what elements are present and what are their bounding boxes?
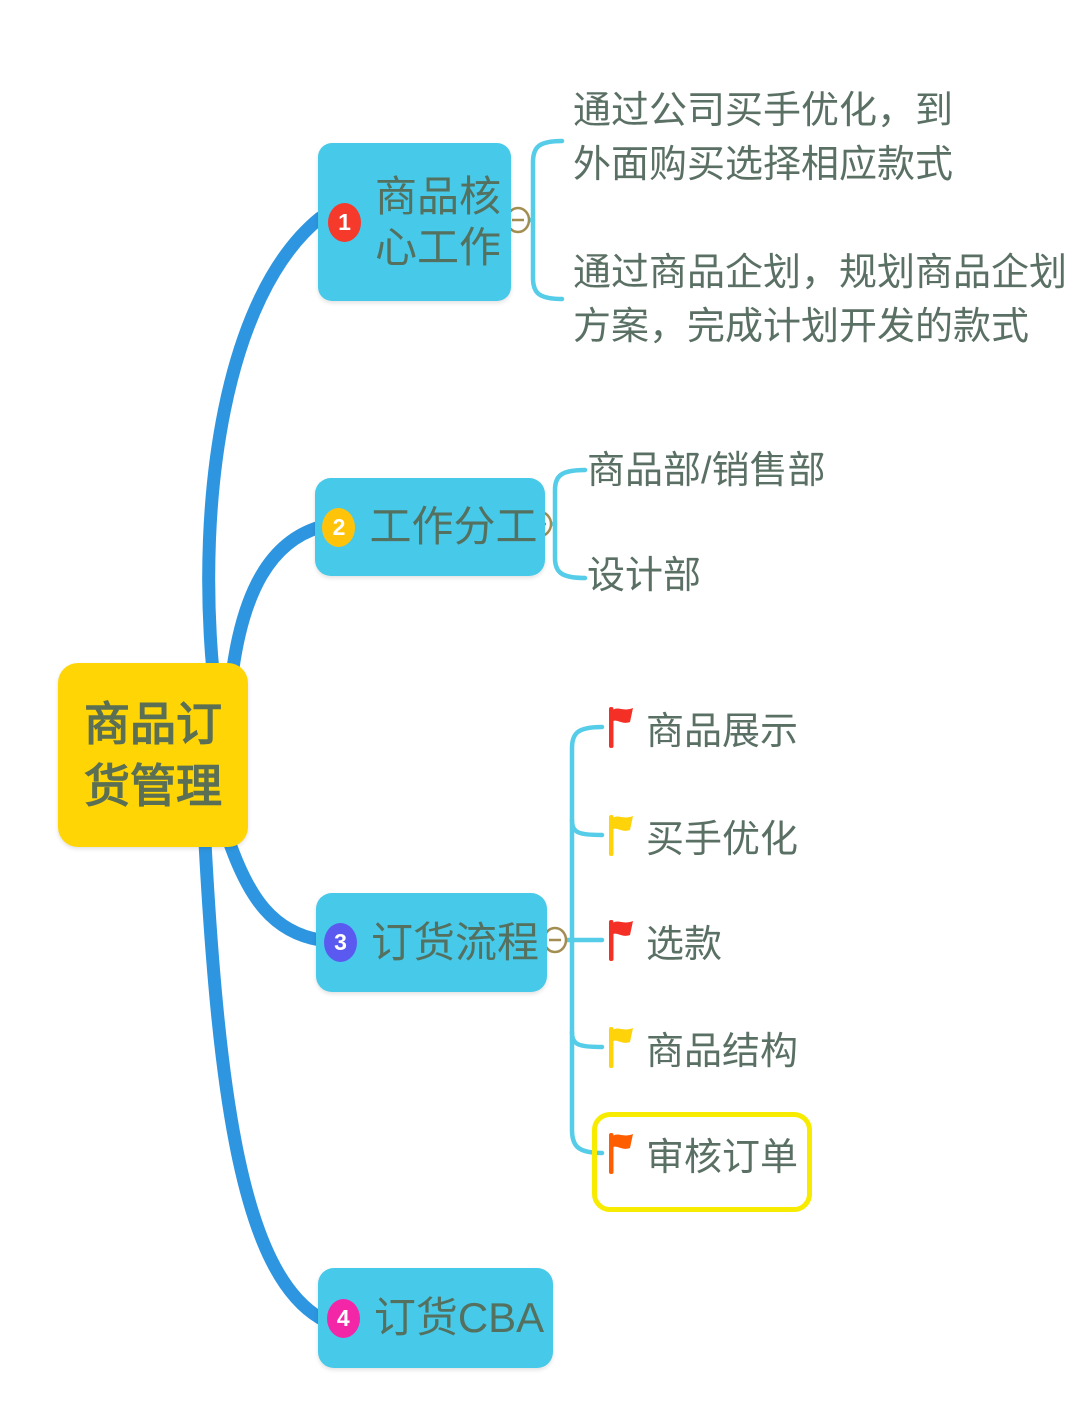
note-topic-buyer[interactable]: 通过公司买手优化，到 外面购买选择相应款式 [573,90,954,186]
branch3-stub4 [569,1029,605,1050]
child-topic-buyer-opt[interactable]: 买手优化 [606,807,798,863]
root-branch-curves [198,211,327,1325]
child-topic-structure[interactable]: 商品结构 [606,1019,798,1075]
selection-highlight-border [592,1112,812,1212]
child-topic-design[interactable]: 设计部 [587,555,702,597]
curve-root-to-branch4 [198,836,327,1325]
curve-root-to-branch1 [202,211,327,679]
yellow-flag-icon [609,1027,633,1068]
branch-node-label: 工作分工 [369,503,538,551]
branch3-child-trunk [563,724,605,1156]
child-topic-label: 选款 [646,923,723,966]
child-topic-display[interactable]: 商品展示 [606,699,798,755]
child-topic-label: 审核订单 [646,1136,799,1179]
collapse-icons [505,206,568,954]
red-flag-icon [609,920,633,961]
child-topic-label: 买手优化 [646,818,799,861]
red-flag-icon [609,707,633,748]
curve-root-to-branch2 [226,520,327,675]
child-topic-select-style[interactable]: 选款 [606,912,722,968]
branch-node-label: 订货流程 [370,918,539,966]
branch1-bracket [530,138,565,302]
root-node-label: 商品订 货管理 [84,697,222,812]
child-topic-review-order[interactable]: 审核订单 [606,1125,798,1181]
child-topic-merch-sales[interactable]: 商品部/销售部 [587,450,826,492]
branch3-stub2 [569,817,605,838]
branch-node-order-cba[interactable]: 4 订货CBA [318,1268,553,1368]
branch-node-label: 商品核 心工作 [374,172,501,271]
priority-3-badge: 3 [323,923,357,962]
branch-node-core-work[interactable]: 1 商品核 心工作 [318,143,511,301]
priority-4-badge: 4 [326,1298,360,1338]
branch-node-division[interactable]: 2 工作分工 [315,478,545,576]
curve-root-to-branch3 [222,834,327,947]
branch-node-order-flow[interactable]: 3 订货流程 [316,893,547,992]
root-node[interactable]: 商品订 货管理 [58,663,248,847]
child-topic-label: 商品结构 [646,1030,799,1073]
priority-2-badge: 2 [322,507,356,547]
branch1-child-bracket [526,138,565,302]
branch2-child-bracket [548,467,588,581]
branch-node-label: 订货CBA [373,1294,545,1342]
yellow-flag-icon [609,815,633,856]
orange-flag-icon [609,1133,633,1174]
branch2-bracket [552,467,588,581]
priority-1-badge: 1 [327,202,361,242]
collapse-icon-branch3[interactable] [542,926,568,954]
note-topic-planning[interactable]: 通过商品企划，规划商品企划 方案，完成计划开发的款式 [573,252,1068,348]
child-topic-label: 商品展示 [646,710,799,753]
